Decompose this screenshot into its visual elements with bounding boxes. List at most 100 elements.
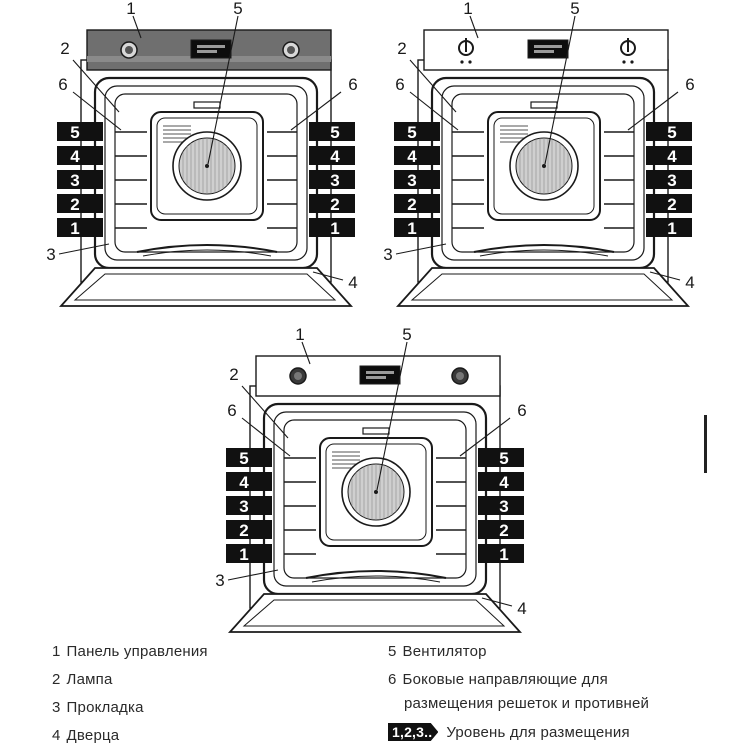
fan-hub <box>205 164 209 168</box>
level-badge-right <box>478 448 524 467</box>
level-badge-left-label: 2 <box>407 195 416 214</box>
cavity-gasket <box>104 85 308 261</box>
level-badge-left <box>226 472 272 491</box>
leader-4 <box>649 271 681 281</box>
leader-6a <box>409 91 459 131</box>
level-badge-left-label: 4 <box>407 147 417 166</box>
leader-6b <box>459 417 511 457</box>
bottom-element <box>479 249 609 257</box>
bottom-element <box>136 244 278 253</box>
leader-6b <box>627 91 679 131</box>
leader-4 <box>481 597 513 607</box>
level-badge-left-label: 2 <box>70 195 79 214</box>
level-badge-right-label: 2 <box>330 195 339 214</box>
level-badge-right-label: 4 <box>499 473 509 492</box>
level-badge-right-label: 2 <box>667 195 676 214</box>
lamp <box>362 427 390 435</box>
display <box>359 365 401 385</box>
door-glass <box>73 273 337 301</box>
callout-6-left: 6 <box>395 75 404 94</box>
level-badge-right-label: 1 <box>667 219 676 238</box>
level-badge-left-label: 1 <box>407 219 416 238</box>
display-digits <box>534 45 562 48</box>
lamp <box>193 101 221 109</box>
display <box>527 39 569 59</box>
callout-1: 1 <box>463 0 472 18</box>
leader-2 <box>241 385 289 439</box>
fan-hub <box>374 490 378 494</box>
door <box>58 267 354 307</box>
levels-text: Уровень для размещения <box>446 724 630 741</box>
callout-3: 3 <box>46 245 55 264</box>
level-badge-left <box>57 122 103 141</box>
level-badge-right <box>646 122 692 141</box>
level-badge-left <box>57 170 103 189</box>
knob-icon <box>287 46 295 54</box>
level-badge-right-label: 3 <box>330 171 339 190</box>
bottom-element <box>473 244 615 253</box>
leader-6b <box>290 91 342 131</box>
level-badge-right-label: 1 <box>330 219 339 238</box>
callout-1: 1 <box>126 0 135 18</box>
level-badge-right <box>478 520 524 539</box>
display-digits <box>366 371 394 374</box>
knob-dot-icon <box>622 60 626 64</box>
level-badge-right <box>309 218 355 237</box>
callout-4: 4 <box>685 273 694 292</box>
level-badge-right <box>478 544 524 563</box>
callout-6-left: 6 <box>227 401 236 420</box>
knob-dot-icon <box>630 60 634 64</box>
leader-3 <box>227 569 279 581</box>
leader-4 <box>312 271 344 281</box>
callout-5: 5 <box>233 0 242 18</box>
callout-6-left: 6 <box>58 75 67 94</box>
cavity-gasket <box>441 85 645 261</box>
level-badge-left-label: 3 <box>407 171 416 190</box>
bottom-element <box>305 570 447 579</box>
level-badge-left-label: 4 <box>70 147 80 166</box>
level-badge-left <box>394 146 440 165</box>
level-badge-left-label: 4 <box>239 473 249 492</box>
knob-dot-icon <box>460 60 464 64</box>
level-badge-right-label: 3 <box>499 497 508 516</box>
level-badge-left-label: 3 <box>70 171 79 190</box>
level-badge-right-label: 4 <box>667 147 677 166</box>
level-badge-right <box>309 194 355 213</box>
level-badge-left <box>394 218 440 237</box>
level-badge-right-label: 1 <box>499 545 508 564</box>
leader-2 <box>72 59 120 113</box>
leader-3 <box>58 243 110 255</box>
callout-4: 4 <box>348 273 357 292</box>
level-badge-left <box>394 122 440 141</box>
knob-icon <box>125 46 133 54</box>
callout-6-right: 6 <box>685 75 694 94</box>
level-badge-right-label: 3 <box>667 171 676 190</box>
display-digits <box>366 376 386 379</box>
level-badge-right <box>309 170 355 189</box>
legend-item-6-line2: размещения решеток и противней <box>404 695 650 712</box>
level-badge-left-label: 5 <box>70 123 79 142</box>
level-badge-right <box>646 170 692 189</box>
callout-1: 1 <box>295 325 304 344</box>
door-glass <box>242 599 506 627</box>
lamp <box>530 101 558 109</box>
leader-6a <box>72 91 122 131</box>
callout-5: 5 <box>570 0 579 18</box>
level-badge-right-label: 5 <box>499 449 508 468</box>
level-badge-right-label: 2 <box>499 521 508 540</box>
cavity-inner <box>283 419 467 579</box>
bottom-element <box>142 249 272 257</box>
fan-hub <box>542 164 546 168</box>
knob-dot-icon <box>468 60 472 64</box>
leader-5 <box>376 341 408 491</box>
callout-4: 4 <box>517 599 526 618</box>
level-badge-right <box>478 496 524 515</box>
cavity-gasket <box>273 411 477 587</box>
display-digits <box>197 45 225 48</box>
